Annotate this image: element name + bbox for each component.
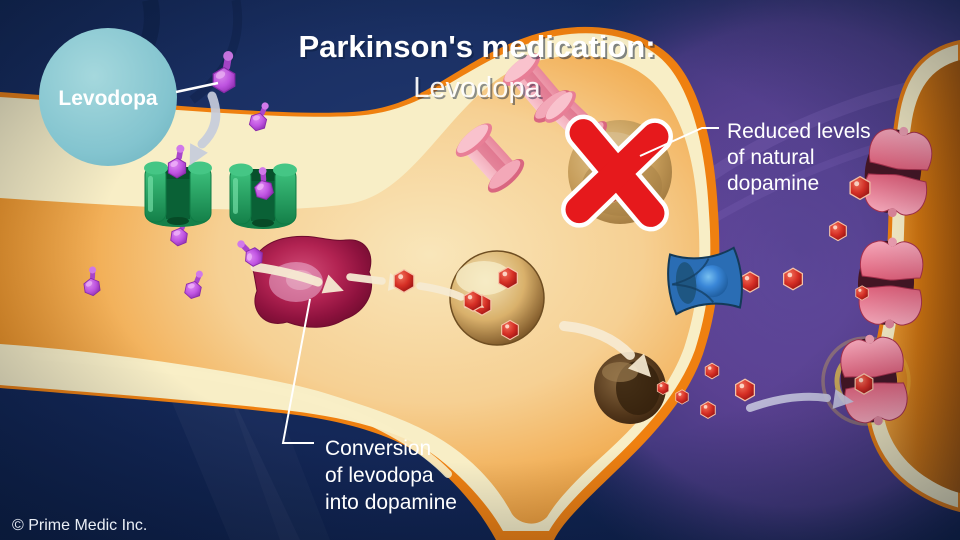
title-shadow: Parkinson's medication: bbox=[300, 31, 657, 66]
reduced-label-line2: of natural bbox=[727, 146, 815, 169]
page-subtitle: Levodopa bbox=[413, 72, 541, 104]
reduced-label-line1: Reduced levels bbox=[727, 120, 871, 143]
pointer-line-conversion bbox=[281, 298, 314, 444]
title-block: Parkinson's medication: Parkinson's medi… bbox=[298, 29, 657, 106]
conversion-label-line2: of levodopa bbox=[325, 464, 434, 487]
levodopa-bubble: Levodopa bbox=[39, 28, 177, 166]
pointer-line-levodopa bbox=[175, 81, 219, 94]
conversion-annotation: Conversion of levodopa into dopamine bbox=[281, 298, 457, 514]
reduced-dopamine-annotation: Reduced levels of natural dopamine bbox=[639, 120, 871, 195]
conversion-label-line3: into dopamine bbox=[325, 491, 457, 514]
copyright-notice: © Prime Medic Inc. bbox=[12, 517, 147, 534]
conversion-label-line1: Conversion bbox=[325, 437, 431, 460]
bubble-label: Levodopa bbox=[58, 87, 157, 110]
reduced-label-line3: dopamine bbox=[727, 172, 819, 195]
page-title: Parkinson's medication: bbox=[298, 29, 655, 64]
arrowhead bbox=[189, 143, 208, 166]
pointer-line-reduced bbox=[639, 127, 719, 157]
arrow-levodopa-uptake bbox=[197, 91, 221, 149]
subtitle-shadow: Levodopa bbox=[415, 74, 543, 106]
